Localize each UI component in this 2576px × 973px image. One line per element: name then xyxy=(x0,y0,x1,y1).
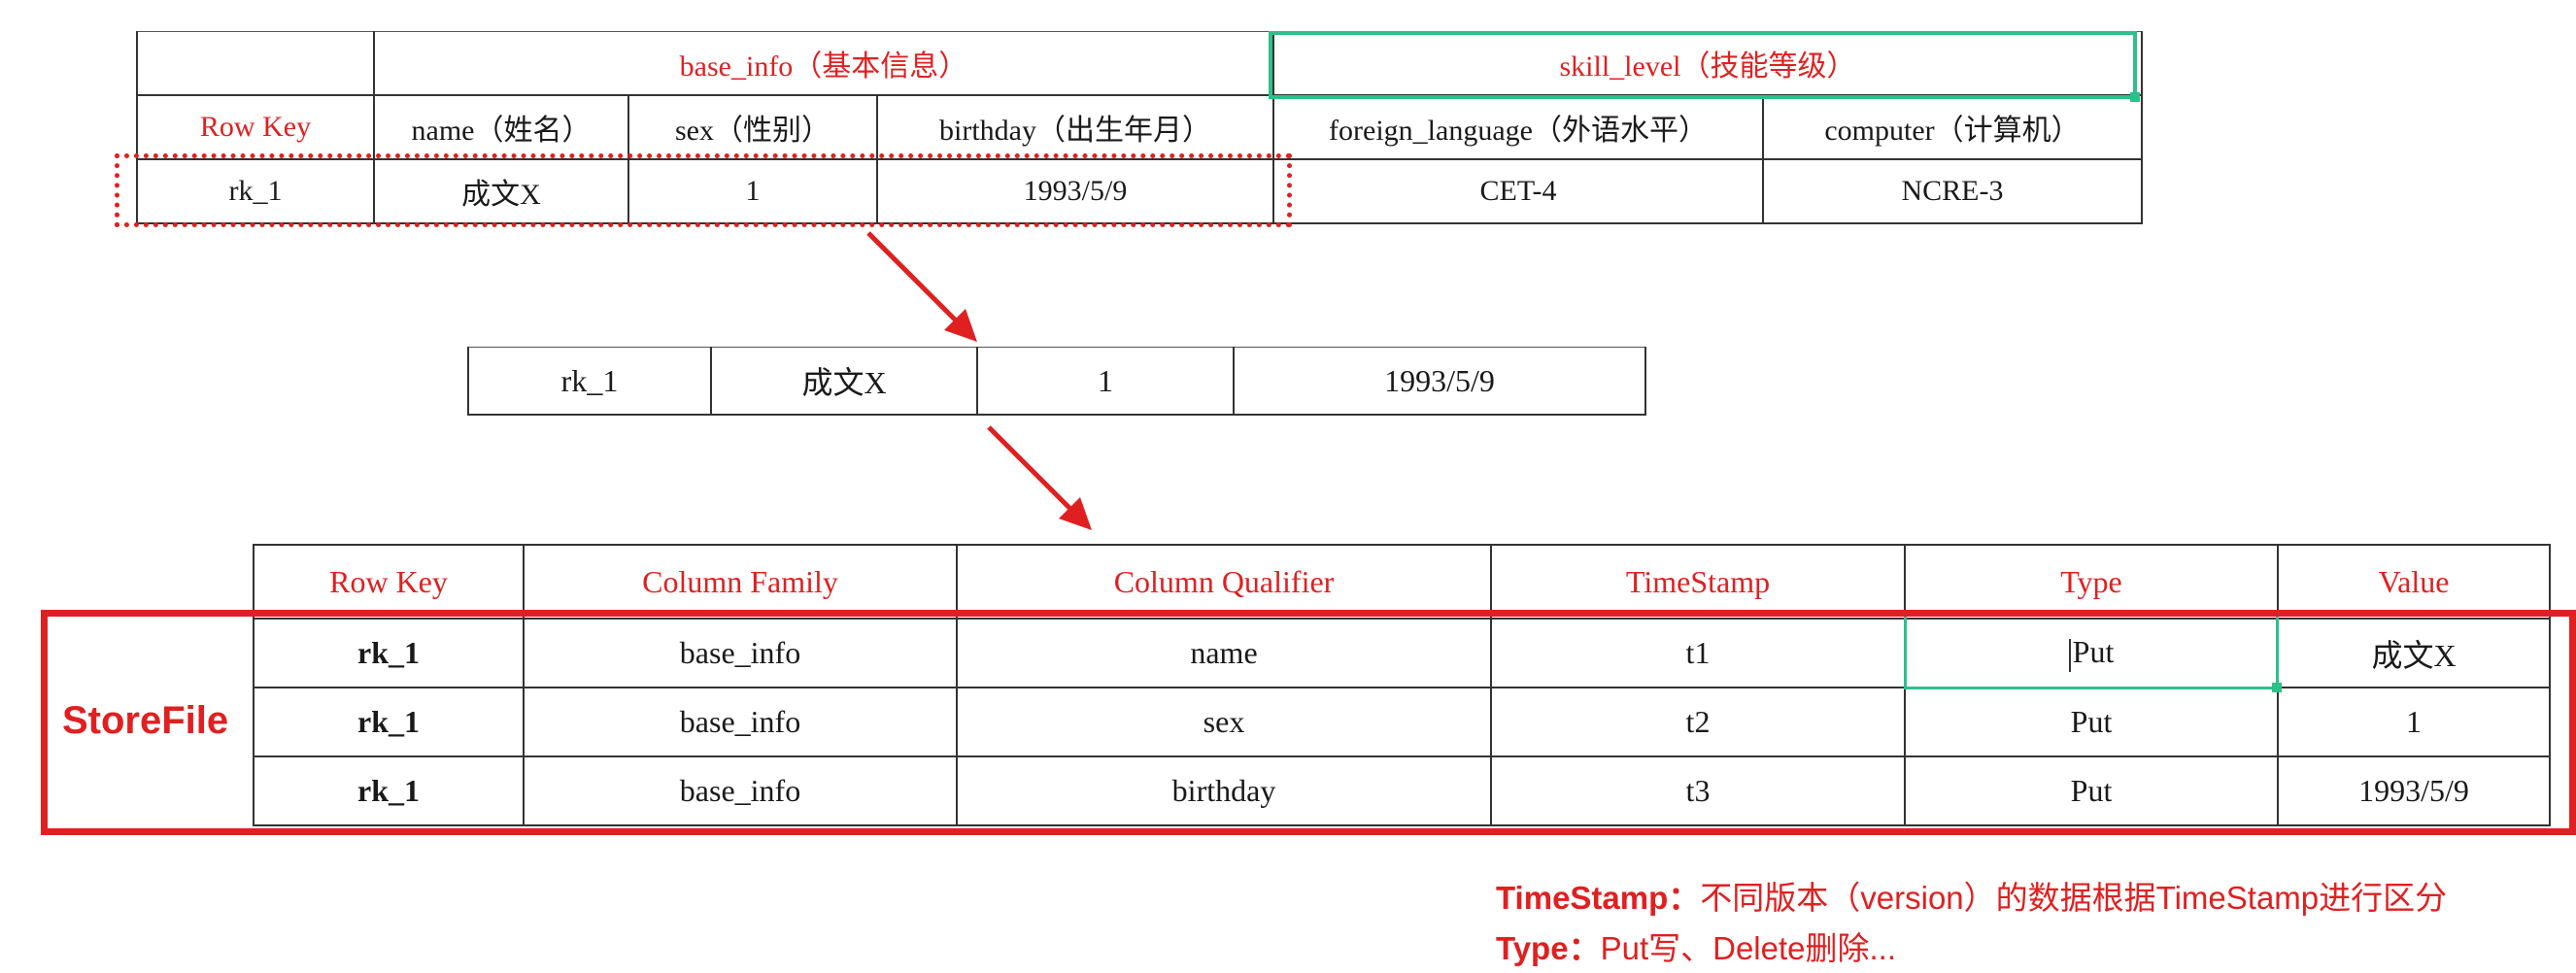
header-base-info: base_info（基本信息） xyxy=(373,31,1274,96)
header-name: name（姓名） xyxy=(373,94,629,160)
cell-row-key: rk_1 xyxy=(467,347,712,416)
header-column-family: Column Family xyxy=(523,544,958,620)
cell-timestamp: t1 xyxy=(1490,618,1906,688)
table-row: base_info（基本信息） skill_level（技能等级） xyxy=(136,31,2143,96)
table-row: rk_1 base_info name t1 Put 成文X xyxy=(253,618,2551,688)
cell-row-key: rk_1 xyxy=(253,618,525,688)
cell-sex: 1 xyxy=(976,347,1235,416)
table-row: rk_1 base_info birthday t3 Put 1993/5/9 xyxy=(253,755,2551,826)
cell-foreign-language: CET-4 xyxy=(1272,158,1764,224)
cell-birthday: 1993/5/9 xyxy=(876,158,1274,224)
cell-value: 1 xyxy=(2277,687,2551,757)
cell-row-key: rk_1 xyxy=(253,755,525,826)
timestamp-note-key: TimeStamp： xyxy=(1496,880,1701,916)
cell-value: 成文X xyxy=(2277,618,2551,688)
cell-row-key: rk_1 xyxy=(136,158,375,224)
type-note: Type：Put写、Delete删除... xyxy=(1496,923,1896,969)
cell-column-family: base_info xyxy=(523,618,958,688)
cell-type[interactable]: Put xyxy=(1904,618,2279,688)
table-header-row: Row Key Column Family Column Qualifier T… xyxy=(253,544,2551,620)
cell-value: 1993/5/9 xyxy=(2277,755,2551,826)
cell-type: Put xyxy=(1904,755,2279,826)
header-skill-level: skill_level（技能等级） xyxy=(1272,31,2143,96)
arrow-1 xyxy=(866,231,977,342)
cell-timestamp: t2 xyxy=(1490,687,1906,757)
cell-sex: 1 xyxy=(627,158,878,224)
cell-row-key: rk_1 xyxy=(253,687,525,757)
table-row: rk_1 成文X 1 1993/5/9 xyxy=(467,347,1646,416)
type-note-key: Type： xyxy=(1496,930,1601,966)
arrow-2 xyxy=(987,425,1092,530)
table-row: Row Key name（姓名） sex（性别） birthday（出生年月） … xyxy=(136,94,2143,160)
header-computer: computer（计算机） xyxy=(1762,94,2143,160)
cell-timestamp: t3 xyxy=(1490,755,1906,826)
cell-type-text: Put xyxy=(2072,634,2115,670)
header-birthday: birthday（出生年月） xyxy=(876,94,1274,160)
header-timestamp: TimeStamp xyxy=(1490,544,1906,620)
cell-name: 成文X xyxy=(710,347,978,416)
cell-column-qualifier: birthday xyxy=(956,755,1492,826)
cell-birthday: 1993/5/9 xyxy=(1233,347,1646,416)
header-row-key: Row Key xyxy=(136,94,375,160)
table-row: rk_1 base_info sex t2 Put 1 xyxy=(253,687,2551,757)
header-cell-empty xyxy=(136,31,375,96)
logical-table: base_info（基本信息） skill_level（技能等级） Row Ke… xyxy=(136,31,2143,224)
cell-computer: NCRE-3 xyxy=(1762,158,2143,224)
storefile-label: StoreFile xyxy=(62,699,229,742)
extracted-row-table: rk_1 成文X 1 1993/5/9 xyxy=(467,347,1646,416)
timestamp-note-text: 不同版本（version）的数据根据TimeStamp进行区分 xyxy=(1700,880,2448,916)
header-value: Value xyxy=(2277,544,2551,620)
timestamp-note: TimeStamp：不同版本（version）的数据根据TimeStamp进行区… xyxy=(1496,872,2447,919)
cell-column-family: base_info xyxy=(523,687,958,757)
storefile-table: Row Key Column Family Column Qualifier T… xyxy=(253,544,2551,826)
cell-column-qualifier: name xyxy=(956,618,1492,688)
type-note-text: Put写、Delete删除... xyxy=(1600,930,1897,966)
header-foreign-language: foreign_language（外语水平） xyxy=(1272,94,1764,160)
header-type: Type xyxy=(1904,544,2279,620)
cell-column-family: base_info xyxy=(523,755,958,826)
text-cursor xyxy=(2068,638,2071,672)
table-row: rk_1 成文X 1 1993/5/9 CET-4 NCRE-3 xyxy=(136,158,2143,224)
header-row-key: Row Key xyxy=(253,544,525,620)
cell-column-qualifier: sex xyxy=(956,687,1492,757)
header-sex: sex（性别） xyxy=(627,94,878,160)
header-column-qualifier: Column Qualifier xyxy=(956,544,1492,620)
cell-type: Put xyxy=(1904,687,2279,757)
